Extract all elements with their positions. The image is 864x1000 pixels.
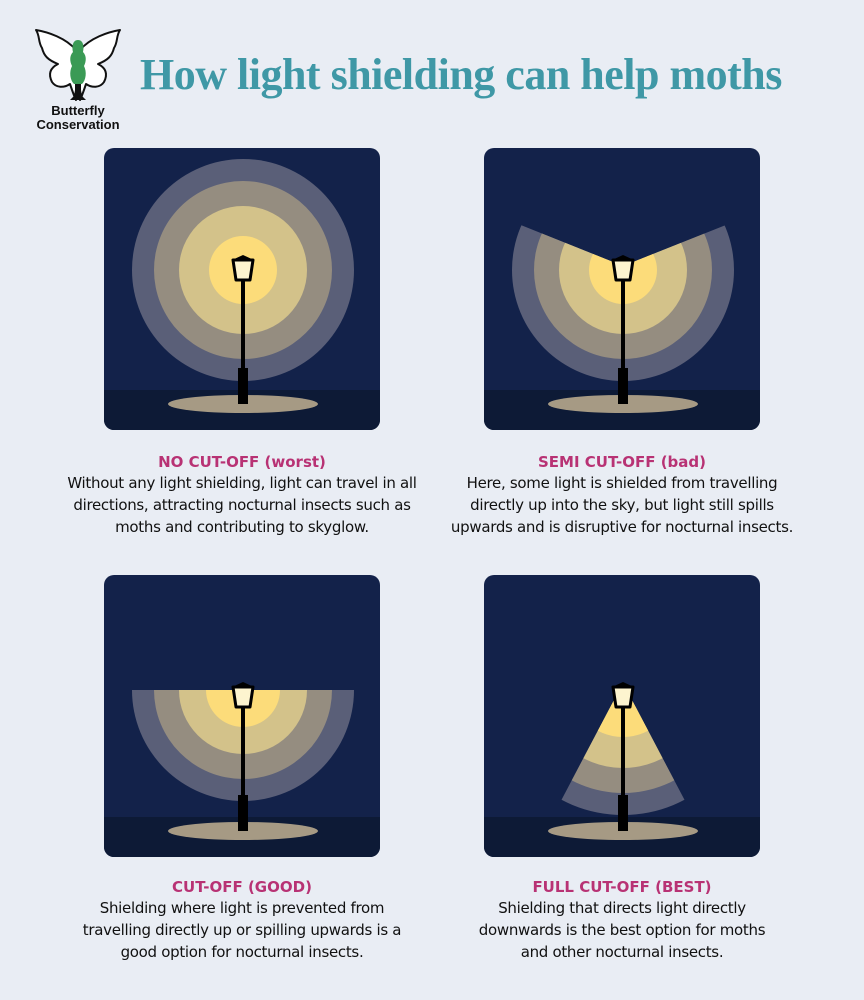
caption-cut-off: CUT-OFF (GOOD) Shielding where light is … [52,877,432,963]
logo-text: Butterfly Conservation [26,104,130,132]
caption-line: Shielding where light is prevented from [99,899,385,917]
logo-text-line2: Conservation [36,117,120,132]
caption-line: Here, some light is shielded from travel… [466,474,778,492]
panel-no-cut-off [104,148,380,430]
panel-cut-off [104,575,380,857]
panel-semi-cut-off [484,148,760,430]
caption-line: travelling directly up or spilling upwar… [82,921,402,939]
caption-line: directly up into the sky, but light stil… [470,496,774,514]
caption-line: moths and contributing to skyglow. [115,518,369,536]
caption-line: good option for nocturnal insects. [120,943,364,961]
page-title: How light shielding can help moths [140,50,782,99]
caption-heading: CUT-OFF (GOOD) [172,878,312,896]
caption-line: downwards is the best option for moths [478,921,766,939]
caption-line: directions, attracting nocturnal insects… [73,496,411,514]
caption-no-cut-off: NO CUT-OFF (worst) Without any light shi… [52,452,432,538]
streetlamp-cutoff-illustration [104,575,380,857]
panel-full-cut-off [484,575,760,857]
caption-semi-cut-off: SEMI CUT-OFF (bad) Here, some light is s… [432,452,812,538]
caption-line: upwards and is disruptive for nocturnal … [450,518,794,536]
butterfly-conservation-logo: Butterfly Conservation [26,26,130,132]
streetlamp-icon [231,682,255,831]
streetlamp-icon [231,255,255,404]
streetlamp-full-cutoff-illustration [484,575,760,857]
caption-line: Without any light shielding, light can t… [67,474,417,492]
caption-heading: NO CUT-OFF (worst) [158,453,326,471]
streetlamp-semi-cutoff-illustration [484,148,760,430]
butterfly-icon [35,29,121,101]
streetlamp-icon [611,255,635,404]
logo-text-line1: Butterfly [51,103,105,118]
caption-full-cut-off: FULL CUT-OFF (BEST) Shielding that direc… [432,877,812,963]
caption-heading: SEMI CUT-OFF (bad) [538,453,706,471]
caption-line: and other nocturnal insects. [520,943,724,961]
caption-heading: FULL CUT-OFF (BEST) [532,878,712,896]
streetlamp-no-cutoff-illustration [104,148,380,430]
caption-line: Shielding that directs light directly [498,899,746,917]
streetlamp-icon [611,682,635,831]
